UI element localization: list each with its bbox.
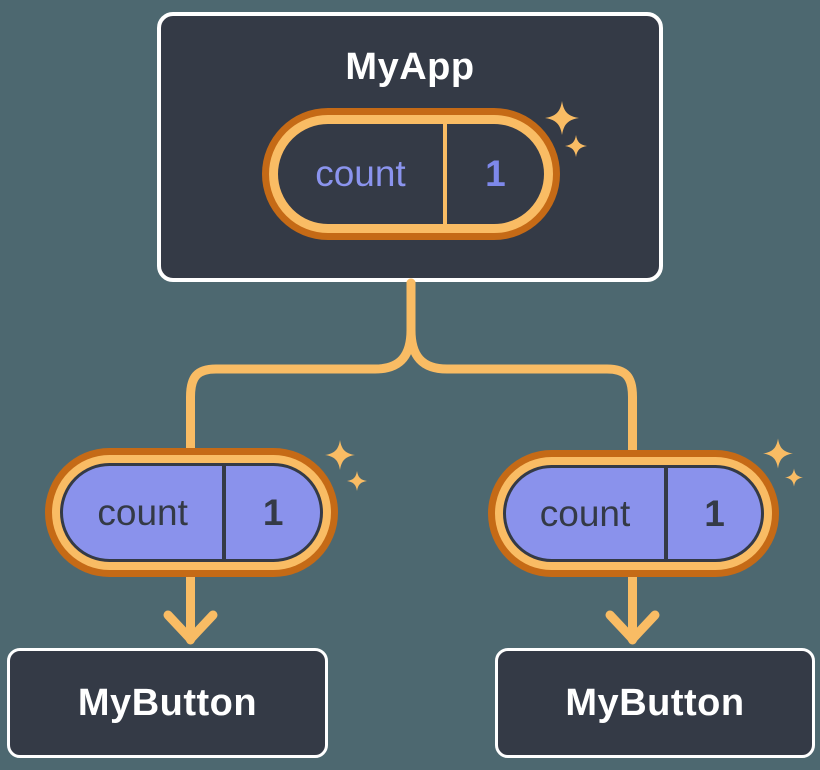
sparkle-small-icon [785, 468, 803, 487]
prop-name-label: count [97, 491, 188, 533]
node-mybutton-left-title: MyButton [77, 681, 258, 724]
state-name-label: count [315, 153, 406, 194]
connector-branch-left [186, 278, 416, 645]
prop-value-label: 1 [262, 491, 284, 533]
connector-branch-right [406, 278, 637, 645]
prop-pill-left: count 1 [60, 463, 323, 562]
node-mybutton-right-title: MyButton [565, 681, 745, 724]
node-mybutton-right-box: MyButton [495, 648, 815, 758]
state-pill-myapp: count 1 [269, 115, 553, 233]
node-mybutton-left-box: MyButton [7, 648, 328, 758]
sparkle-large-icon [325, 440, 355, 470]
pill-divider [222, 466, 227, 559]
sparkle-large-icon [545, 101, 579, 135]
prop-name-label: count [539, 492, 631, 534]
pill-divider [442, 124, 447, 224]
prop-pill-right: count 1 [503, 465, 764, 562]
sparkle-small-icon [565, 135, 587, 157]
pill-divider [664, 468, 669, 559]
sparkle-small-icon [347, 471, 367, 491]
arrow-down-left-icon [163, 610, 218, 644]
node-myapp-title: MyApp [345, 46, 475, 88]
prop-value-label: 1 [704, 492, 725, 534]
arrow-down-right-icon [605, 610, 660, 644]
state-value-label: 1 [485, 153, 506, 194]
sparkle-large-icon [763, 438, 793, 469]
